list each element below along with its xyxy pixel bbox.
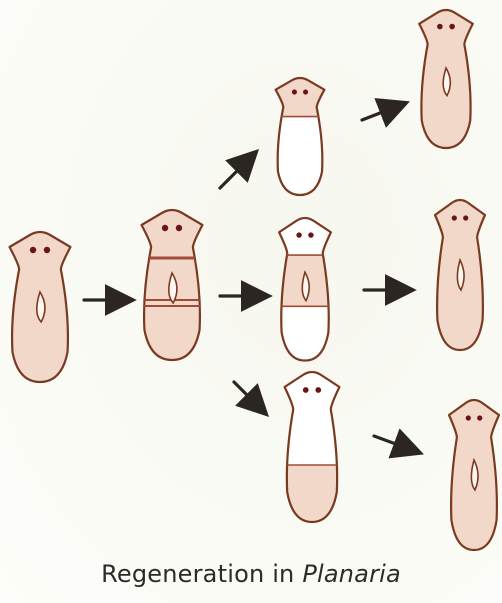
eye-spot xyxy=(437,24,443,30)
eye-spot xyxy=(452,215,457,220)
eye-spot xyxy=(303,387,309,393)
planaria-regeneration-diagram xyxy=(0,0,502,560)
eye-spot xyxy=(477,415,482,420)
caption-text: Regeneration in xyxy=(101,560,302,588)
figure-caption: Regeneration in Planaria xyxy=(0,560,502,588)
eye-spot xyxy=(176,225,182,231)
eye-spot xyxy=(44,247,50,253)
head-piece-regenerating xyxy=(254,78,347,195)
arrow-tail-regenerate xyxy=(374,436,412,450)
head-piece-regenerated xyxy=(395,10,497,148)
eye-spot xyxy=(296,232,301,237)
arrow-cut-to-tail xyxy=(234,382,260,408)
eye-spot xyxy=(308,232,313,237)
eye-spot xyxy=(315,387,321,393)
arrow-cut-to-head xyxy=(220,158,250,188)
eye-spot xyxy=(30,247,36,253)
tail-piece-regenerating xyxy=(260,372,364,522)
middle-piece-regenerated xyxy=(412,200,502,350)
arrow-head-regenerate xyxy=(362,106,398,120)
caption-organism-name: Planaria xyxy=(302,560,401,588)
eye-spot xyxy=(463,215,468,220)
eye-spot xyxy=(449,24,455,30)
eye-spot xyxy=(466,415,471,420)
eye-spot xyxy=(303,89,308,94)
planaria-whole xyxy=(0,232,98,382)
planaria-cut xyxy=(114,210,230,360)
tail-piece-regenerated xyxy=(426,400,502,550)
eye-spot xyxy=(162,225,168,231)
middle-piece-regenerating xyxy=(256,218,355,361)
eye-spot xyxy=(292,89,297,94)
